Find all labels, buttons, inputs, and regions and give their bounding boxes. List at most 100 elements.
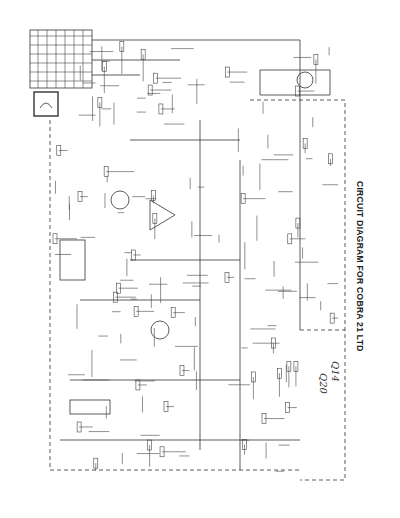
- wire-stroke: [295, 262, 319, 263]
- resistor-symbol: [180, 366, 184, 376]
- resistor-symbol: [113, 292, 117, 302]
- resistor-symbol: [303, 138, 307, 148]
- wire-stroke: [196, 371, 197, 390]
- wire-stroke: [196, 79, 197, 104]
- resistor-symbol: [102, 62, 106, 72]
- resistor-symbol: [288, 234, 292, 244]
- resistor-symbol: [78, 192, 82, 202]
- wire-stroke: [79, 115, 96, 116]
- wire-stroke: [179, 455, 189, 456]
- resistor-symbol: [330, 313, 334, 323]
- wire-stroke: [151, 294, 152, 307]
- wire-stroke: [126, 259, 127, 277]
- wire-stroke: [195, 317, 196, 326]
- ic-block: [60, 240, 85, 280]
- wire-stroke: [267, 135, 268, 149]
- wire-stroke: [154, 328, 155, 347]
- wire-stroke: [267, 325, 276, 326]
- wire-stroke: [106, 171, 134, 172]
- wire-stroke: [227, 277, 234, 278]
- wire-stroke: [241, 347, 247, 348]
- wire-stroke: [228, 384, 250, 385]
- resistor-symbol: [104, 167, 108, 177]
- wire-stroke: [121, 47, 122, 75]
- wire-stroke: [243, 166, 244, 176]
- wire-stroke: [253, 343, 280, 344]
- resistor-symbol: [154, 73, 158, 83]
- wire-stroke: [275, 471, 284, 472]
- wire-stroke: [83, 379, 109, 380]
- wire-stroke: [256, 216, 257, 241]
- wire-stroke: [138, 384, 147, 385]
- wire-stroke: [274, 154, 294, 155]
- wire-stroke: [219, 235, 220, 243]
- wire-stroke: [315, 59, 316, 83]
- wire-stroke: [194, 347, 195, 370]
- wire-stroke: [230, 82, 245, 83]
- transistor-symbol: [151, 321, 169, 339]
- resistor-symbol: [53, 234, 57, 244]
- shield-outline: [50, 120, 345, 480]
- wire-stroke: [118, 212, 125, 213]
- wire-stroke: [150, 90, 171, 91]
- bus-wire: [92, 40, 300, 330]
- wire-stroke: [295, 366, 296, 386]
- wire-stroke: [297, 223, 298, 237]
- wire-stroke: [244, 242, 245, 269]
- resistor-symbol: [94, 458, 98, 468]
- wire-stroke: [190, 178, 191, 189]
- wire-stroke: [278, 291, 297, 292]
- wire-stroke: [98, 336, 108, 337]
- resistor-symbol: [296, 218, 300, 228]
- wire-stroke: [250, 328, 275, 329]
- wire-stroke: [65, 30, 66, 88]
- wire-stroke: [266, 443, 267, 459]
- wire-stroke: [83, 30, 84, 88]
- wire-stroke: [188, 84, 205, 85]
- resistor-symbol: [287, 361, 291, 371]
- wire-stroke: [47, 30, 48, 88]
- wire-stroke: [329, 47, 330, 55]
- wire-stroke: [147, 93, 160, 94]
- wire-stroke: [143, 54, 144, 81]
- wire-stroke: [80, 65, 81, 80]
- resistor-symbol: [141, 49, 145, 59]
- wire-stroke: [192, 286, 201, 287]
- wire-stroke: [120, 280, 133, 281]
- speaker-symbol: [297, 72, 313, 88]
- resistor-symbol: [148, 440, 152, 450]
- wire-stroke: [259, 163, 260, 189]
- wire-stroke: [106, 406, 107, 418]
- resistor-symbol: [314, 54, 318, 64]
- wire-stroke: [118, 288, 137, 289]
- wire-stroke: [99, 102, 100, 126]
- wire-stroke: [279, 373, 280, 397]
- wire-stroke: [101, 46, 102, 71]
- wire-stroke: [288, 407, 297, 408]
- wire-stroke: [91, 350, 92, 377]
- wire-stroke: [124, 252, 131, 253]
- wire-stroke: [279, 445, 290, 446]
- wire-stroke: [312, 117, 313, 127]
- wire-stroke: [90, 51, 113, 52]
- wire-stroke: [89, 431, 110, 432]
- wire-stroke: [102, 61, 110, 62]
- wire-stroke: [283, 286, 284, 298]
- wire-stroke: [264, 418, 284, 419]
- wire-stroke: [131, 299, 137, 300]
- resistor-symbol: [164, 402, 168, 412]
- wire-stroke: [120, 359, 137, 360]
- wire-stroke: [104, 193, 105, 208]
- wire-stroke: [112, 311, 121, 312]
- wire-stroke: [113, 103, 114, 125]
- resistor-symbol: [153, 214, 157, 224]
- wire-stroke: [322, 184, 338, 185]
- resistor-symbol: [294, 361, 298, 371]
- wire-stroke: [183, 282, 209, 283]
- wire-stroke: [135, 380, 155, 381]
- wire-stroke: [166, 406, 174, 407]
- resistor-symbol: [225, 272, 229, 282]
- wire-stroke: [56, 30, 57, 88]
- resistor-symbol: [328, 154, 332, 164]
- wire-stroke: [172, 94, 173, 113]
